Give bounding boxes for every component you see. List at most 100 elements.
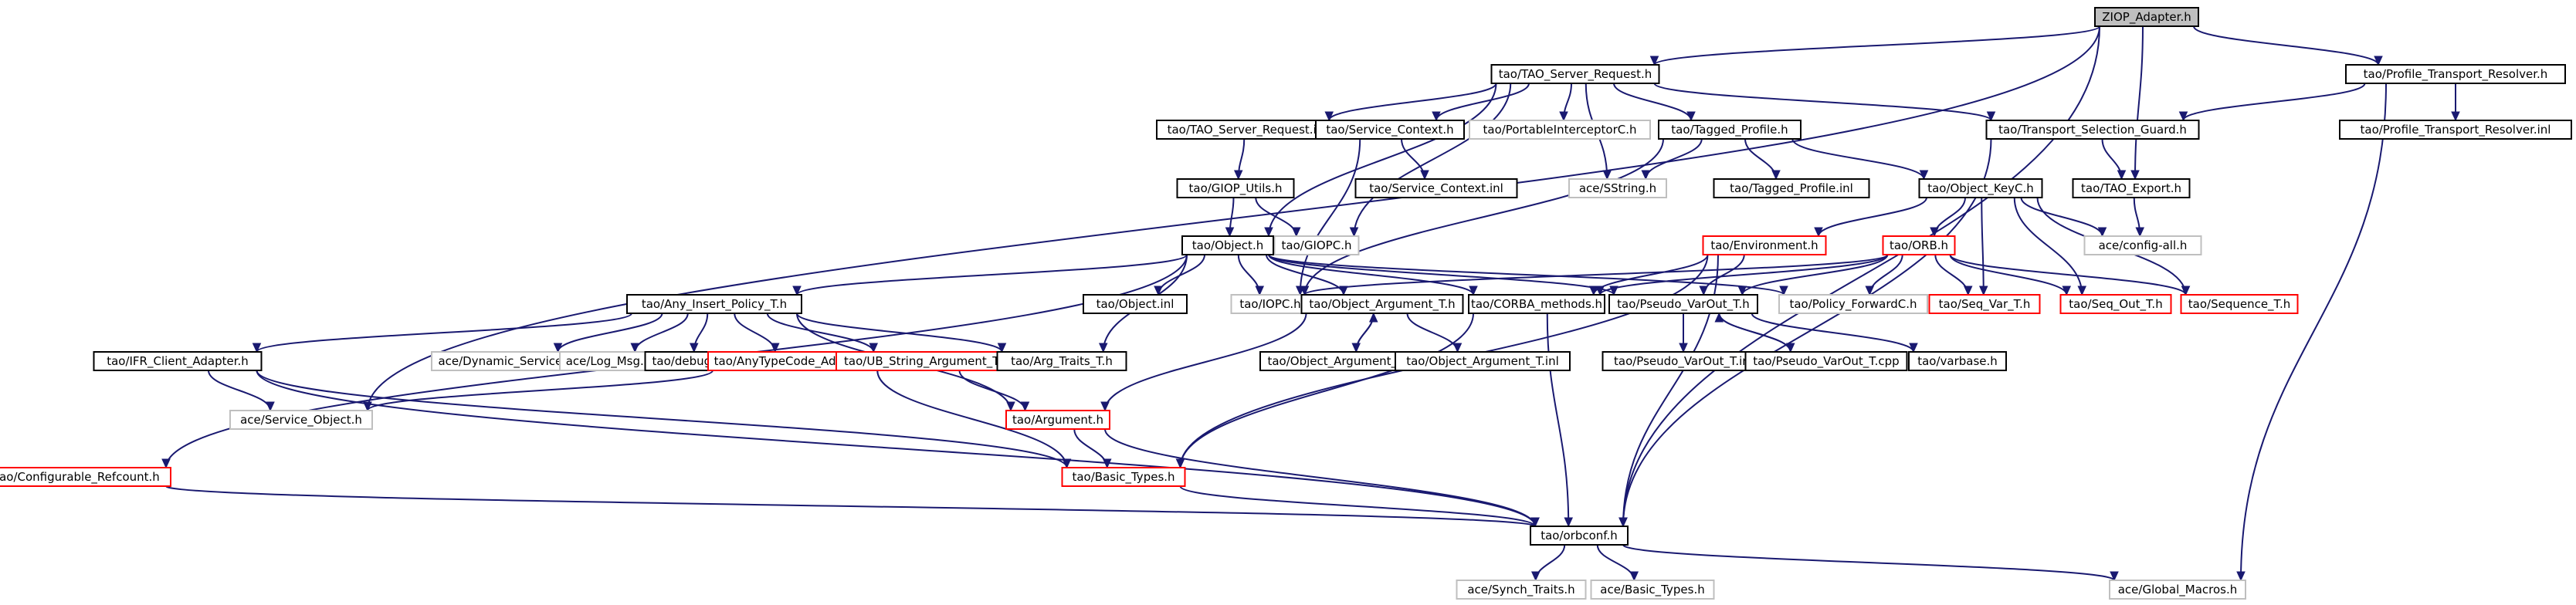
edge-orbconf-to-gm (1622, 544, 2115, 581)
arrowhead (1564, 517, 1574, 528)
arrowhead (2374, 56, 2383, 66)
node-label: tao/TAO_Server_Request.inl (1168, 123, 1327, 137)
node-box (2339, 120, 2572, 140)
node-label: tao/UB_String_Argument_T.h (844, 354, 1009, 369)
node-box (1568, 178, 1667, 198)
node-label: ace/Global_Macros.h (2118, 583, 2238, 597)
arrowhead (2181, 286, 2191, 296)
edge-tsr-to-sc (1435, 83, 1530, 121)
node-ziop: ZIOP_Adapter.h (2094, 7, 2199, 27)
arrowhead (1062, 458, 1072, 469)
node-label: tao/Any_Insert_Policy_T.h (642, 297, 787, 312)
arrowhead (1930, 227, 1939, 238)
node-label: tao/Object_Argument_T.h (1309, 297, 1455, 312)
arrowhead (1699, 286, 1709, 296)
arrowhead (1641, 170, 1651, 181)
node-giopc: tao/GIOPC.h (1273, 235, 1360, 255)
node-box (1530, 526, 1629, 546)
node-label: tao/varbase.h (1917, 354, 1998, 368)
edge-bt-to-orbconf (1179, 485, 1536, 527)
edge-tp-to-iopc (1303, 138, 1664, 296)
edge-ptr-to-tsg (2182, 83, 2366, 121)
arrowhead (1349, 227, 1359, 238)
arrowhead (1559, 111, 1568, 122)
node-label: tao/GIOP_Utils.h (1189, 181, 1283, 196)
node-box (1315, 120, 1465, 140)
node-label: tao/orbconf.h (1541, 529, 1618, 542)
node-arg: tao/Argument.h (1005, 410, 1110, 430)
node-ptri: tao/Profile_Transport_Resolver.inl (2339, 120, 2572, 140)
node-box (1658, 120, 1802, 140)
arrowhead (252, 343, 262, 353)
edge-aip-to-ubs (766, 313, 875, 353)
arrowhead (1629, 571, 1639, 582)
edge-oat-to-arg (1104, 313, 1307, 411)
arrowhead (161, 458, 171, 469)
node-pic: tao/PortableInterceptorC.h (1469, 120, 1651, 140)
node-box (1083, 294, 1188, 314)
node-label: tao/Seq_Var_T.h (1939, 297, 2031, 312)
node-oati: tao/Object_Argument_T.inl (1395, 351, 1571, 371)
node-label: ace/config-all.h (2099, 238, 2188, 252)
node-bt: tao/Basic_Types.h (1061, 467, 1186, 487)
node-box (2083, 235, 2202, 255)
arrowhead (1986, 111, 1996, 122)
node-label: tao/Pseudo_VarOut_T.cpp (1753, 354, 1899, 369)
node-box (1061, 467, 1186, 487)
node-sc: tao/Service_Context.h (1315, 120, 1465, 140)
edge-pvo-to-vb (1751, 313, 1914, 353)
arrowhead (689, 343, 699, 353)
arrowhead (1865, 286, 1875, 296)
edge-aip-to-ifr (256, 313, 632, 353)
node-label: tao/Service_Context.h (1326, 123, 1453, 137)
arrowhead (1779, 286, 1788, 296)
node-box (1456, 580, 1587, 600)
arrowhead (1714, 312, 1724, 323)
arrowhead (1469, 286, 1478, 296)
node-label: tao/ORB.h (1890, 238, 1948, 252)
arrowhead (2077, 286, 2087, 296)
arrowhead (1100, 401, 1110, 412)
node-label: ZIOP_Adapter.h (2102, 10, 2191, 25)
node-box (1908, 351, 2007, 371)
arrowhead (997, 343, 1007, 353)
node-ok: tao/Object_KeyC.h (1918, 178, 2043, 198)
arrowhead (1649, 56, 1659, 66)
node-tp: tao/Tagged_Profile.h (1658, 120, 1802, 140)
edge-cr-to-orbconf (165, 485, 1536, 527)
arrowhead (1963, 286, 1973, 296)
node-ubs: tao/UB_String_Argument_T.h (836, 351, 1018, 371)
arrowhead (1595, 286, 1605, 296)
arrowhead (2130, 170, 2140, 181)
node-box (1181, 235, 1274, 255)
arrowhead (630, 343, 640, 353)
edge-ziop-to-so (367, 25, 2100, 411)
node-st: ace/Synch_Traits.h (1456, 580, 1587, 600)
node-cfg: ace/config-all.h (2083, 235, 2202, 255)
arrowhead (1225, 227, 1235, 238)
arrowhead (2110, 571, 2119, 582)
arrowhead (2236, 571, 2246, 582)
node-taoe: tao/TAO_Export.h (2072, 178, 2191, 198)
arrowhead (2117, 170, 2127, 181)
node-box (2072, 178, 2191, 198)
node-gm: ace/Global_Macros.h (2109, 580, 2246, 600)
node-box (1608, 294, 1758, 314)
edge-atc-to-so (367, 370, 713, 411)
node-label: tao/Profile_Transport_Resolver.h (2364, 67, 2548, 82)
arrowhead (1679, 343, 1688, 353)
arrowhead (1175, 458, 1185, 469)
node-ss: ace/SString.h (1568, 178, 1667, 198)
edge-sc-to-iopc (1299, 138, 1361, 296)
node-ifr: tao/IFR_Client_Adapter.h (93, 351, 263, 371)
node-vb: tao/varbase.h (1908, 351, 2007, 371)
node-oat: tao/Object_Argument_T.h (1300, 294, 1464, 314)
node-box (93, 351, 263, 371)
edge-ok-to-cfg (2020, 197, 2103, 237)
node-box (1744, 351, 1908, 371)
node-box (1713, 178, 1870, 198)
node-label: tao/Tagged_Profile.h (1671, 123, 1788, 137)
node-label: tao/Sequence_T.h (2188, 297, 2290, 312)
edge-ziop-to-ptr (2193, 25, 2379, 66)
